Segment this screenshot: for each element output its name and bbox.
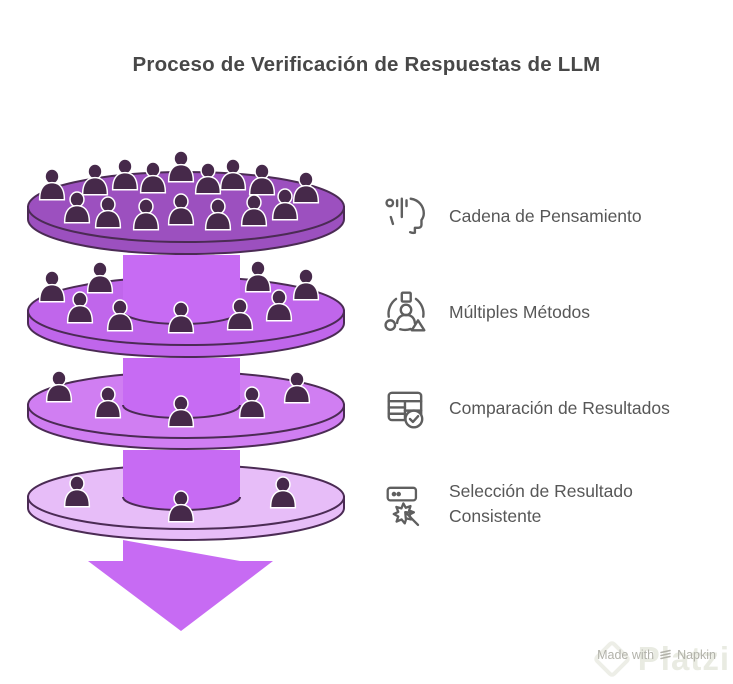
legend-item-label: Selección de Resultado Consistente (449, 481, 633, 526)
legend-item-chain-of-thought: Cadena de Pensamiento (383, 193, 642, 239)
napkin-logo-icon (660, 649, 671, 660)
platzi-watermark-text: Platzi (637, 640, 730, 677)
funnel-column (123, 358, 240, 418)
page-title: Proceso de Verificación de Respuestas de… (132, 53, 601, 76)
person-icon (86, 261, 114, 294)
person-icon (38, 270, 66, 303)
person-icon (292, 268, 320, 301)
person-icon (244, 260, 272, 293)
results-comparison-icon (383, 385, 429, 431)
consistent-selection-icon (383, 481, 429, 527)
legend-item-consistent-selection: Selección de Resultado Consistente (383, 479, 701, 529)
made-with-text: Made with (597, 648, 655, 662)
funnel-column (123, 450, 240, 510)
legend-item-results-comparison: Comparación de Resultados (383, 385, 670, 431)
flow-arrow (88, 540, 273, 631)
legend-item-label: Comparación de Resultados (449, 397, 670, 418)
platzi-watermark: Platzi (591, 639, 730, 679)
legend-item-label: Múltiples Métodos (449, 301, 591, 322)
multiple-methods-icon (383, 289, 429, 335)
legend-item-label: Cadena de Pensamiento (449, 205, 642, 226)
funnel-column (123, 255, 240, 325)
napkin-watermark: Made with Napkin (597, 648, 716, 662)
napkin-brand-text: Napkin (677, 648, 716, 662)
chain-of-thought-icon (383, 193, 429, 239)
person-icon (167, 150, 195, 183)
legend-item-multiple-methods: Múltiples Métodos (383, 289, 590, 335)
person-icon (38, 168, 66, 201)
